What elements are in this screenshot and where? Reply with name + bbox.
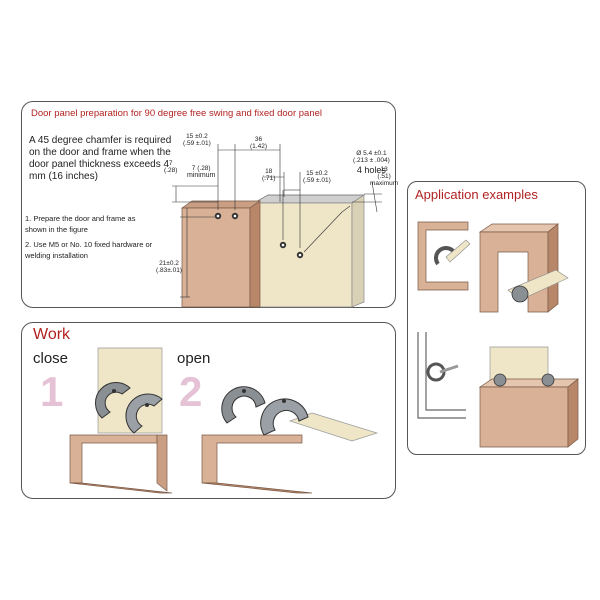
open-label: open	[177, 350, 211, 367]
work-title: Work	[33, 326, 71, 343]
application-examples-panel: Application examples	[407, 181, 586, 455]
dim-36: 36(1.42)	[250, 136, 267, 150]
step-number-2: 2	[179, 368, 203, 415]
application-illustrations	[417, 221, 579, 448]
application-title: Application examples	[415, 187, 538, 202]
work-panel: Work close open 1 2	[21, 322, 396, 499]
preparation-title: Door panel preparation for 90 degree fre…	[31, 108, 322, 119]
door-frame-drawing	[172, 144, 382, 308]
dim-7-left: 7(.28)	[164, 160, 178, 174]
step-2: 2. Use M5 or No. 10 fixed hardware or we…	[25, 240, 153, 260]
close-label: close	[33, 350, 69, 367]
dim-7-minimum: 7 (.28)minimum	[187, 165, 216, 179]
dim-15-top: 15 ±0.2(.59 ±.01)	[183, 133, 211, 147]
dim-21: 21±0.2(.83±.01)	[156, 260, 182, 274]
dim-13-maximum: 13(.51) maximum	[370, 166, 399, 187]
dim-15-right: 15 ±0.2(.59 ±.01)	[303, 170, 331, 184]
step-1: 1. Prepare the door and frame as shown i…	[25, 214, 136, 234]
door-preparation-panel: Door panel preparation for 90 degree fre…	[21, 101, 399, 308]
chamfer-note: A 45 degree chamfer is required on the d…	[29, 135, 172, 182]
work-illustration	[69, 347, 379, 494]
step-number-1: 1	[40, 368, 64, 415]
dim-hole-diameter: Ø 5.4 ±0.1(.213 ± .004) 4 holes	[353, 150, 390, 175]
dim-18: 18(.71)	[262, 168, 276, 182]
